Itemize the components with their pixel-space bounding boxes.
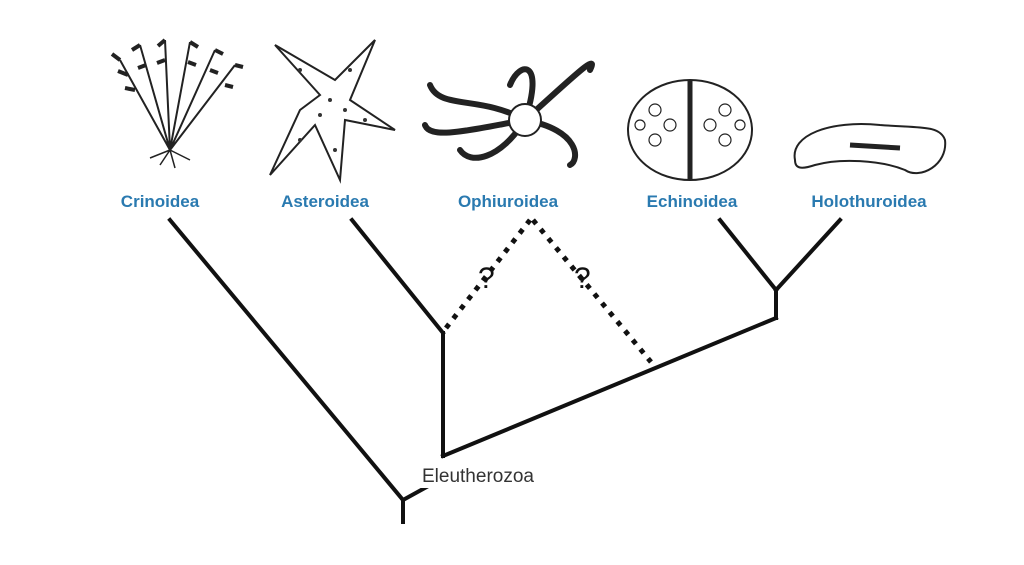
- branch-holothuroidea: [773, 217, 843, 293]
- taxon-label-holothuroidea: Holothuroidea: [811, 192, 927, 211]
- clade-label-eleutherozoa: Eleutherozoa: [420, 466, 536, 488]
- branch-crinoidea: [167, 217, 406, 503]
- sea-cucumber-illustration: [793, 123, 947, 175]
- branch-echinoidea: [717, 217, 779, 293]
- uncertain-mark-right: ?: [574, 262, 591, 295]
- tree-branches: [167, 217, 843, 524]
- starfish-illustration: [269, 39, 396, 184]
- taxon-label-ophiuroidea: Ophiuroidea: [457, 192, 559, 211]
- branch-eleutherozoa-right: [440, 315, 779, 459]
- uncertain-branches: [444, 218, 653, 364]
- branch-asteroidea: [349, 217, 446, 336]
- taxon-label-asteroidea: Asteroidea: [281, 192, 369, 211]
- uncertain-mark-left: ?: [478, 262, 495, 295]
- taxon-label-crinoidea: Crinoidea: [120, 192, 200, 211]
- brittle-star-illustration: [422, 60, 595, 168]
- taxon-label-echinoidea: Echinoidea: [646, 192, 738, 211]
- sea-urchin-illustration: [627, 79, 753, 181]
- crinoid-illustration: [110, 38, 244, 169]
